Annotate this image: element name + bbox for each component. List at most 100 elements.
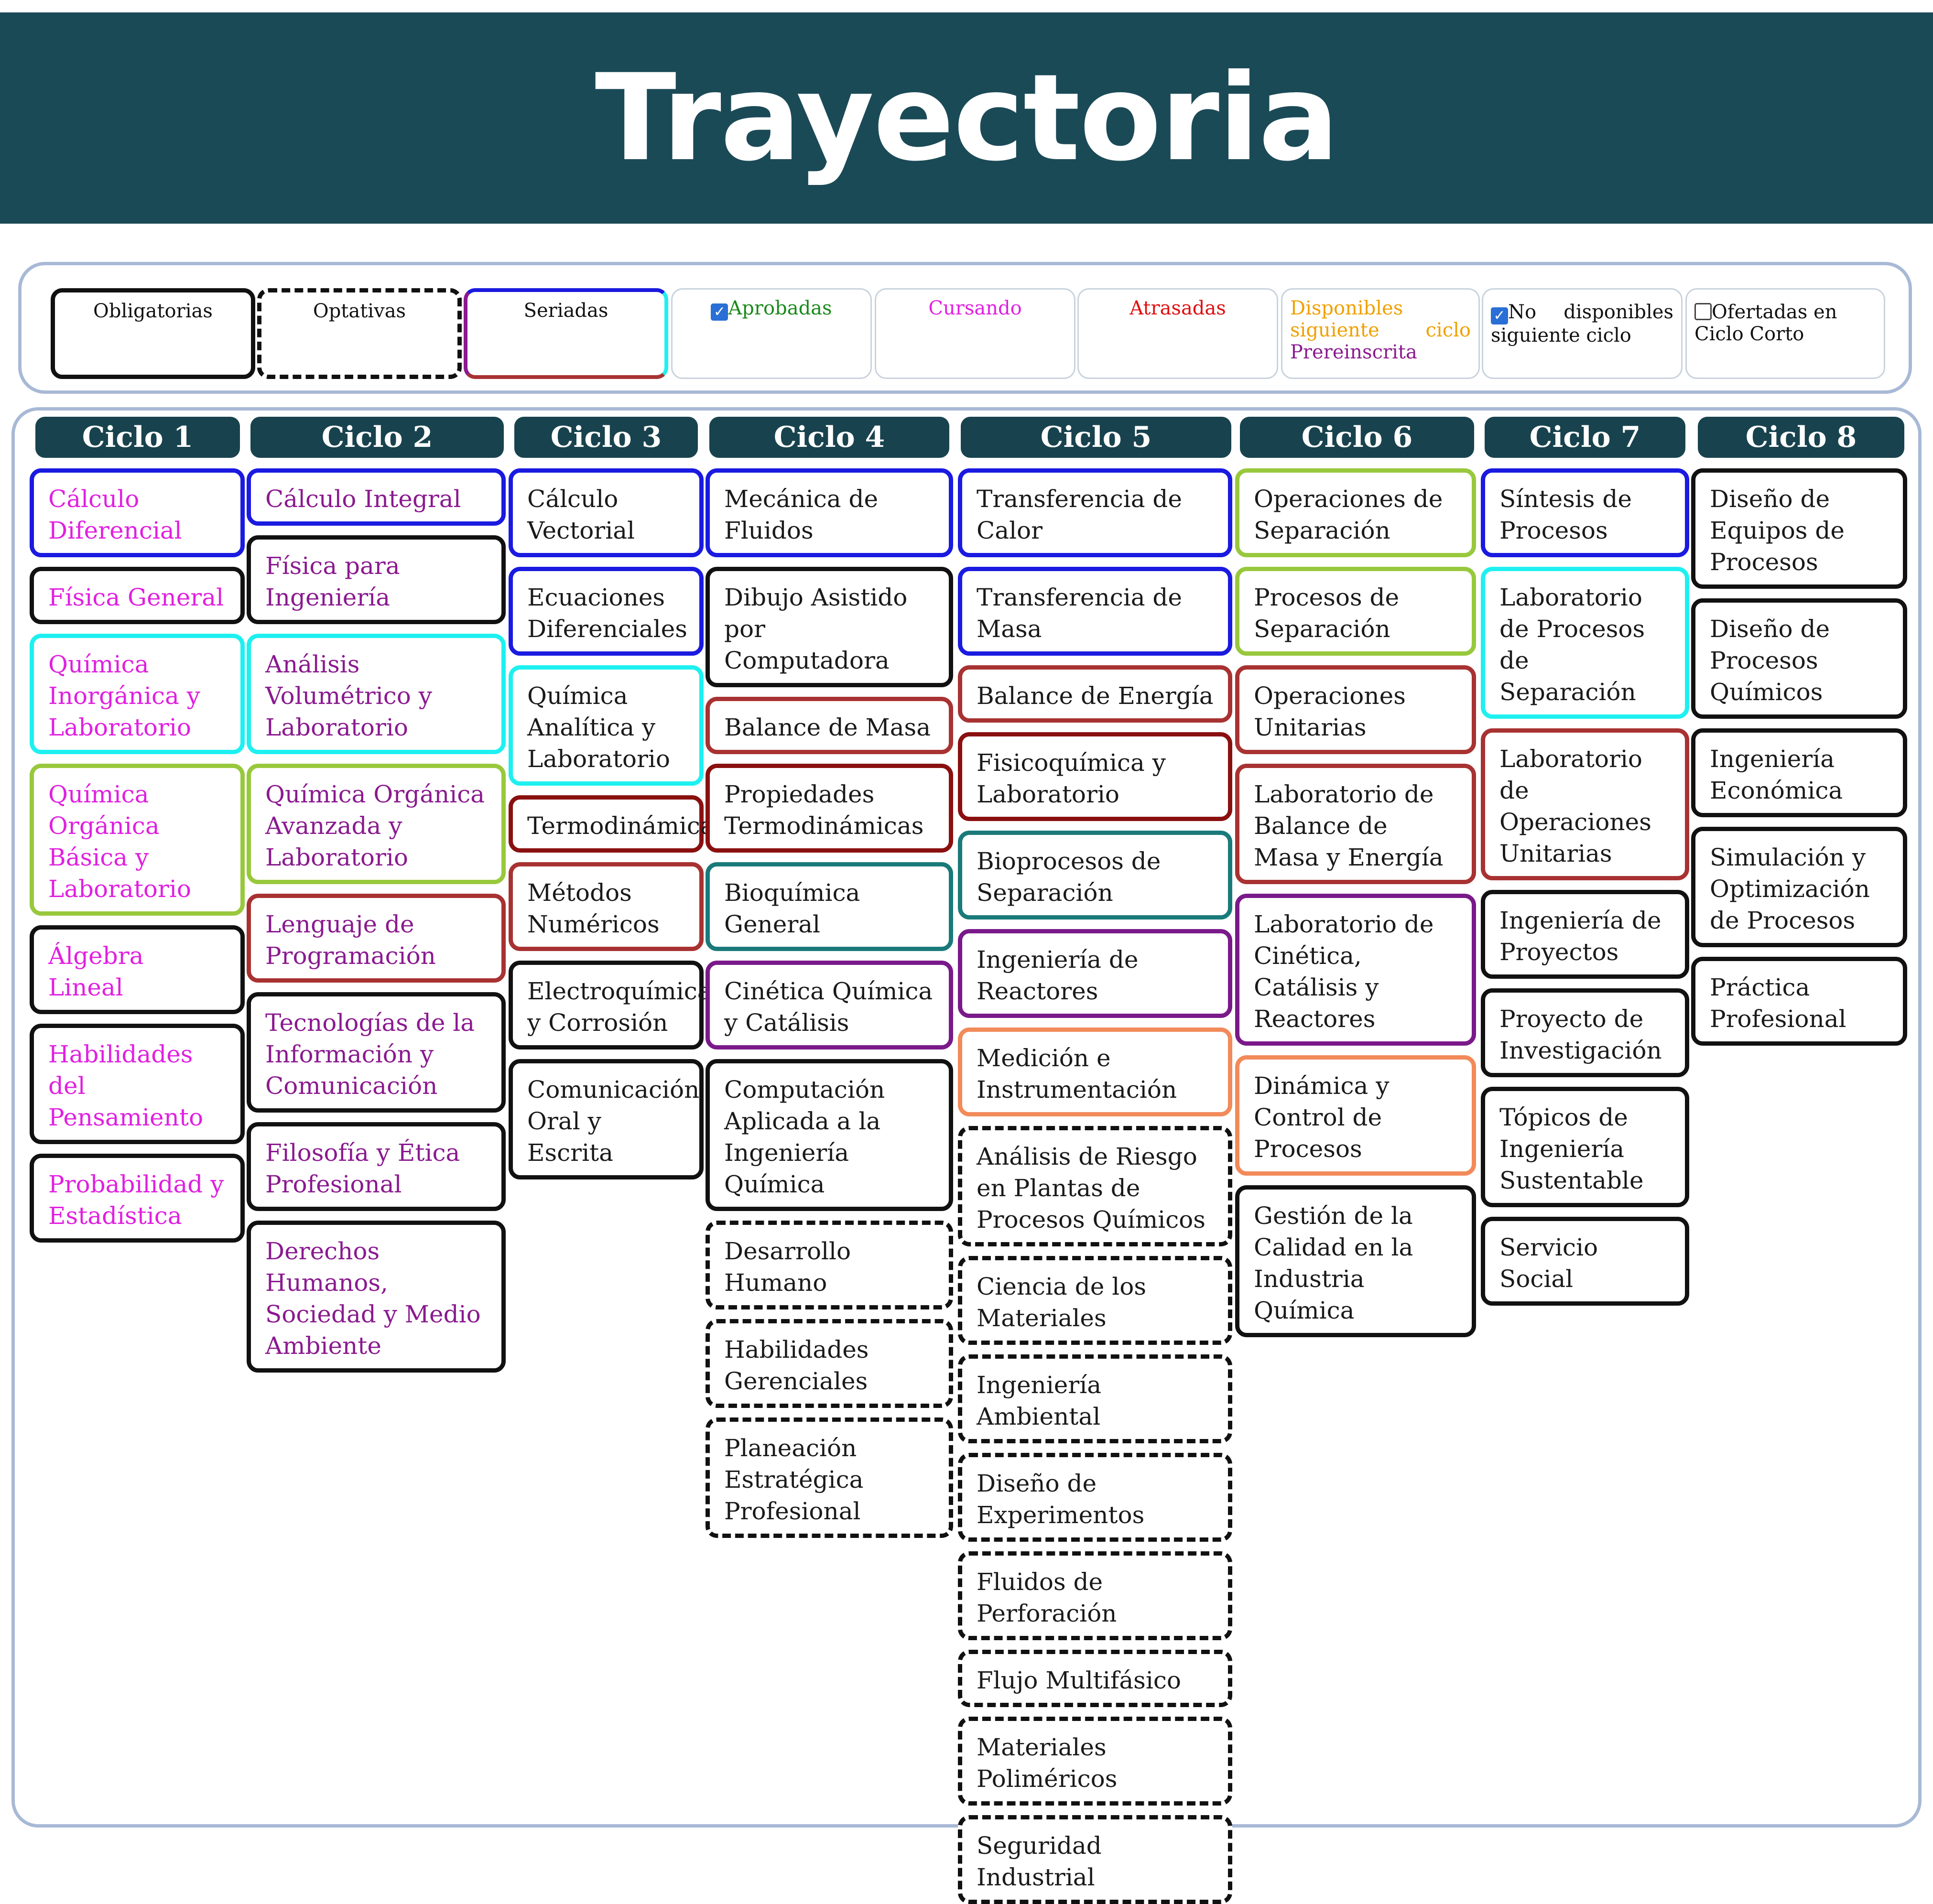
course-quimica-organica-avanzada-y-laboratorio[interactable]: Química Orgánica Avanzada y Laboratorio — [247, 764, 506, 884]
course-proyecto-de-investigacion[interactable]: Proyecto de Investigación — [1481, 988, 1689, 1077]
course-quimica-inorganica-y-laboratorio[interactable]: Química Inorgánica y Laboratorio — [30, 634, 245, 754]
course-dinamica-y-control-de-procesos[interactable]: Dinámica y Control de Procesos — [1235, 1055, 1476, 1176]
course-computacion-aplicada-a-la-ingenieria-quimica[interactable]: Computación Aplicada a la Ingeniería Quí… — [706, 1059, 953, 1211]
course-quimica-analitica-y-laboratorio[interactable]: Química Analítica y Laboratorio — [509, 665, 704, 786]
page-title: Trayectoria — [595, 48, 1339, 187]
course-label: Laboratorio de Balance de Masa y Energía — [1254, 780, 1444, 871]
course-electroquimica-y-corrosion[interactable]: Electroquímica y Corrosión — [509, 961, 712, 1049]
course-ingenieria-economica[interactable]: Ingeniería Económica — [1691, 728, 1907, 817]
legend-panel — [18, 262, 1912, 394]
course-label: Flujo Multifásico — [977, 1666, 1181, 1694]
course-fisicoquimica-y-laboratorio[interactable]: Fisicoquímica y Laboratorio — [958, 732, 1232, 821]
legend-disponibles-word3: ciclo — [1425, 319, 1471, 341]
course-diseno-de-procesos-quimicos[interactable]: Diseño de Procesos Químicos — [1691, 598, 1907, 719]
course-procesos-de-separacion[interactable]: Procesos de Separación — [1235, 567, 1476, 656]
course-sintesis-de-procesos[interactable]: Síntesis de Procesos — [1481, 468, 1689, 557]
course-laboratorio-de-operaciones-unitarias[interactable]: Laboratorio de Operaciones Unitarias — [1481, 728, 1689, 880]
legend-aprobadas[interactable]: ✓Aprobadas — [671, 288, 872, 379]
course-calculo-vectorial[interactable]: Cálculo Vectorial — [509, 468, 704, 557]
legend-no-disponibles[interactable]: ✓No disponibles siguiente ciclo — [1482, 288, 1683, 379]
course-materiales-polimericos[interactable]: Materiales Poliméricos — [958, 1717, 1232, 1806]
course-flujo-multifasico[interactable]: Flujo Multifásico — [958, 1650, 1232, 1707]
course-propiedades-termodinamicas[interactable]: Propiedades Termodinámicas — [706, 764, 953, 853]
course-bioprocesos-de-separacion[interactable]: Bioprocesos de Separación — [958, 831, 1232, 920]
course-fisica-para-ingenieria[interactable]: Física para Ingeniería — [247, 535, 506, 624]
course-calculo-integral[interactable]: Cálculo Integral — [247, 468, 506, 526]
course-label: Dinámica y Control de Procesos — [1254, 1072, 1390, 1163]
course-ingenieria-de-reactores[interactable]: Ingeniería de Reactores — [958, 929, 1232, 1018]
course-comunicacion-oral-y-escrita[interactable]: Comunicación Oral y Escrita — [509, 1059, 704, 1179]
course-topicos-de-ingenieria-sustentable[interactable]: Tópicos de Ingeniería Sustentable — [1481, 1087, 1689, 1207]
course-label: Lenguaje de Programación — [265, 910, 436, 970]
course-label: Ingeniería Económica — [1710, 745, 1843, 804]
course-lenguaje-de-programacion[interactable]: Lenguaje de Programación — [247, 894, 506, 983]
course-label: Práctica Profesional — [1710, 974, 1846, 1033]
course-fisica-general[interactable]: Física General — [30, 567, 245, 624]
course-seguridad-industrial[interactable]: Seguridad Industrial — [958, 1815, 1232, 1904]
course-calculo-diferencial[interactable]: Cálculo Diferencial — [30, 468, 245, 557]
course-planeacion-estrategica-profesional[interactable]: Planeación Estratégica Profesional — [706, 1417, 953, 1538]
course-cinetica-quimica-y-catalisis[interactable]: Cinética Química y Catálisis — [706, 961, 953, 1049]
no-disponibles-checkbox[interactable]: ✓ — [1491, 307, 1508, 325]
course-laboratorio-de-balance-de-masa-y-energia[interactable]: Laboratorio de Balance de Masa y Energía — [1235, 764, 1476, 884]
course-label: Computación Aplicada a la Ingeniería Quí… — [724, 1076, 885, 1198]
course-label: Comunicación Oral y Escrita — [527, 1076, 700, 1167]
course-ingenieria-de-proyectos[interactable]: Ingeniería de Proyectos — [1481, 890, 1689, 979]
course-dibujo-asistido-por-computadora[interactable]: Dibujo Asistido por Computadora — [706, 567, 953, 687]
course-label: Seguridad Industrial — [977, 1832, 1102, 1891]
course-habilidades-gerenciales[interactable]: Habilidades Gerenciales — [706, 1319, 953, 1408]
course-label: Fisicoquímica y Laboratorio — [977, 749, 1166, 808]
course-balance-de-energia[interactable]: Balance de Energía — [958, 665, 1232, 723]
course-simulacion-y-optimizacion-de-procesos[interactable]: Simulación y Optimización de Procesos — [1691, 827, 1907, 947]
course-metodos-numericos[interactable]: Métodos Numéricos — [509, 862, 704, 951]
course-diseno-de-equipos-de-procesos[interactable]: Diseño de Equipos de Procesos — [1691, 468, 1907, 589]
aprobadas-checkbox[interactable]: ✓ — [711, 303, 728, 321]
course-ciencia-de-los-materiales[interactable]: Ciencia de los Materiales — [958, 1256, 1232, 1345]
course-termodinamica[interactable]: Termodinámica — [509, 795, 715, 853]
course-desarrollo-humano[interactable]: Desarrollo Humano — [706, 1221, 953, 1309]
course-label: Electroquímica y Corrosión — [527, 977, 712, 1037]
legend-prereinscrita-label: Prereinscrita — [1290, 341, 1417, 363]
course-bioquimica-general[interactable]: Bioquímica General — [706, 862, 953, 951]
course-derechos-humanos-sociedad-y-medio-ambiente[interactable]: Derechos Humanos, Sociedad y Medio Ambie… — [247, 1221, 506, 1373]
course-label: Análisis de Riesgo en Plantas de Proceso… — [977, 1143, 1205, 1233]
legend-seriadas-label: Seriadas — [523, 300, 608, 322]
course-probabilidad-y-estadistica[interactable]: Probabilidad y Estadística — [30, 1154, 245, 1243]
course-habilidades-del-pensamiento[interactable]: Habilidades del Pensamiento — [30, 1024, 245, 1144]
course-ingenieria-ambiental[interactable]: Ingeniería Ambiental — [958, 1354, 1232, 1443]
legend-obligatorias: Obligatorias — [51, 288, 255, 379]
legend-cursando-label: Cursando — [928, 297, 1022, 319]
course-transferencia-de-masa[interactable]: Transferencia de Masa — [958, 567, 1232, 656]
course-quimica-organica-basica-y-laboratorio[interactable]: Química Orgánica Básica y Laboratorio — [30, 764, 245, 916]
course-tecnologias-de-la-informacion-y-comunicacion[interactable]: Tecnologías de la Información y Comunica… — [247, 992, 506, 1113]
cycle-header-2: Ciclo 2 — [250, 417, 504, 458]
cycle-header-8: Ciclo 8 — [1698, 417, 1904, 458]
course-analisis-volumetrico-y-laboratorio[interactable]: Análisis Volumétrico y Laboratorio — [247, 634, 506, 754]
course-medicion-e-instrumentacion[interactable]: Medición e Instrumentación — [958, 1028, 1232, 1116]
ofertadas-checkbox[interactable] — [1694, 303, 1712, 320]
course-laboratorio-de-cinetica-catalisis-y-reactores[interactable]: Laboratorio de Cinética, Catálisis y Rea… — [1235, 894, 1476, 1046]
course-servicio-social[interactable]: Servicio Social — [1481, 1217, 1689, 1306]
course-balance-de-masa[interactable]: Balance de Masa — [706, 697, 953, 754]
course-laboratorio-de-procesos-de-separacion[interactable]: Laboratorio de Procesos de Separación — [1481, 567, 1689, 719]
legend-atrasadas-label: Atrasadas — [1129, 297, 1226, 319]
course-fluidos-de-perforacion[interactable]: Fluidos de Perforación — [958, 1551, 1232, 1640]
course-label: Ecuaciones Diferenciales — [527, 584, 687, 643]
course-filosofia-y-etica-profesional[interactable]: Filosofía y Ética Profesional — [247, 1122, 506, 1211]
course-practica-profesional[interactable]: Práctica Profesional — [1691, 957, 1907, 1046]
course-transferencia-de-calor[interactable]: Transferencia de Calor — [958, 468, 1232, 557]
course-algebra-lineal[interactable]: Álgebra Lineal — [30, 925, 245, 1014]
course-operaciones-de-separacion[interactable]: Operaciones de Separación — [1235, 468, 1476, 557]
course-ecuaciones-diferenciales[interactable]: Ecuaciones Diferenciales — [509, 567, 704, 656]
course-label: Ingeniería de Proyectos — [1499, 907, 1662, 966]
course-operaciones-unitarias[interactable]: Operaciones Unitarias — [1235, 665, 1476, 754]
legend-ofertadas[interactable]: Ofertadas en Ciclo Corto — [1685, 288, 1885, 379]
course-label: Química Analítica y Laboratorio — [527, 682, 671, 773]
course-gestion-de-la-calidad-en-la-industria-quimica[interactable]: Gestión de la Calidad en la Industria Qu… — [1235, 1185, 1476, 1337]
course-analisis-de-riesgo-en-plantas-de-procesos-quimicos[interactable]: Análisis de Riesgo en Plantas de Proceso… — [958, 1126, 1232, 1246]
course-label: Gestión de la Calidad en la Industria Qu… — [1254, 1202, 1413, 1324]
course-label: Operaciones Unitarias — [1254, 682, 1406, 741]
legend-no-disponibles-word1: No — [1508, 301, 1537, 323]
course-mecanica-de-fluidos[interactable]: Mecánica de Fluidos — [706, 468, 953, 557]
course-diseno-de-experimentos[interactable]: Diseño de Experimentos — [958, 1453, 1232, 1542]
